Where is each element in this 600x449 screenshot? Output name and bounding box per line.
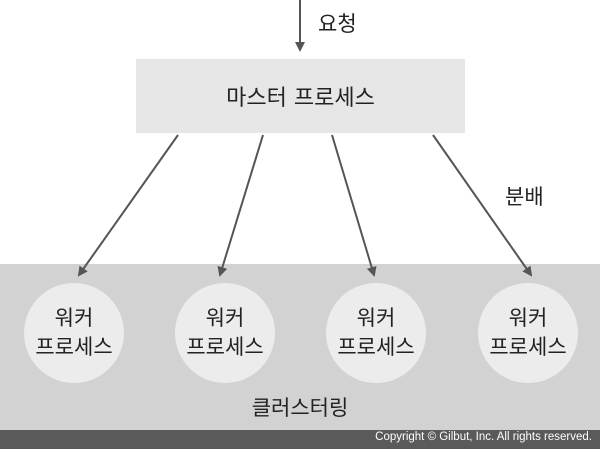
copyright-text: Copyright © Gilbut, Inc. All rights rese… (375, 431, 592, 443)
worker-process-1: 워커 프로세스 (24, 283, 124, 383)
request-label: 요청 (318, 12, 357, 36)
worker-process-2: 워커 프로세스 (175, 283, 275, 383)
worker-process-4: 워커 프로세스 (478, 283, 578, 383)
worker-label-line2: 프로세스 (186, 335, 264, 359)
master-process-box: 마스터 프로세스 (136, 59, 465, 133)
master-process-label: 마스터 프로세스 (226, 86, 375, 111)
worker-label-line1: 워커 (356, 306, 396, 330)
distribute-arrow-1 (77, 134, 179, 277)
worker-label-line1: 워커 (54, 306, 94, 330)
copyright-bar: Copyright © Gilbut, Inc. All rights rese… (0, 430, 600, 449)
clustering-label: 클러스터링 (251, 396, 349, 420)
distribute-arrow-2 (217, 134, 264, 277)
worker-label-line2: 프로세스 (337, 335, 415, 359)
worker-process-3: 워커 프로세스 (326, 283, 426, 383)
worker-label-line1: 워커 (205, 306, 245, 330)
distribute-arrow-4 (432, 134, 533, 277)
distribute-label: 분배 (505, 185, 544, 209)
worker-label-line2: 프로세스 (35, 335, 113, 359)
worker-label-line2: 프로세스 (489, 335, 567, 359)
worker-label-line1: 워커 (508, 306, 548, 330)
distribute-arrow-3 (331, 134, 377, 277)
